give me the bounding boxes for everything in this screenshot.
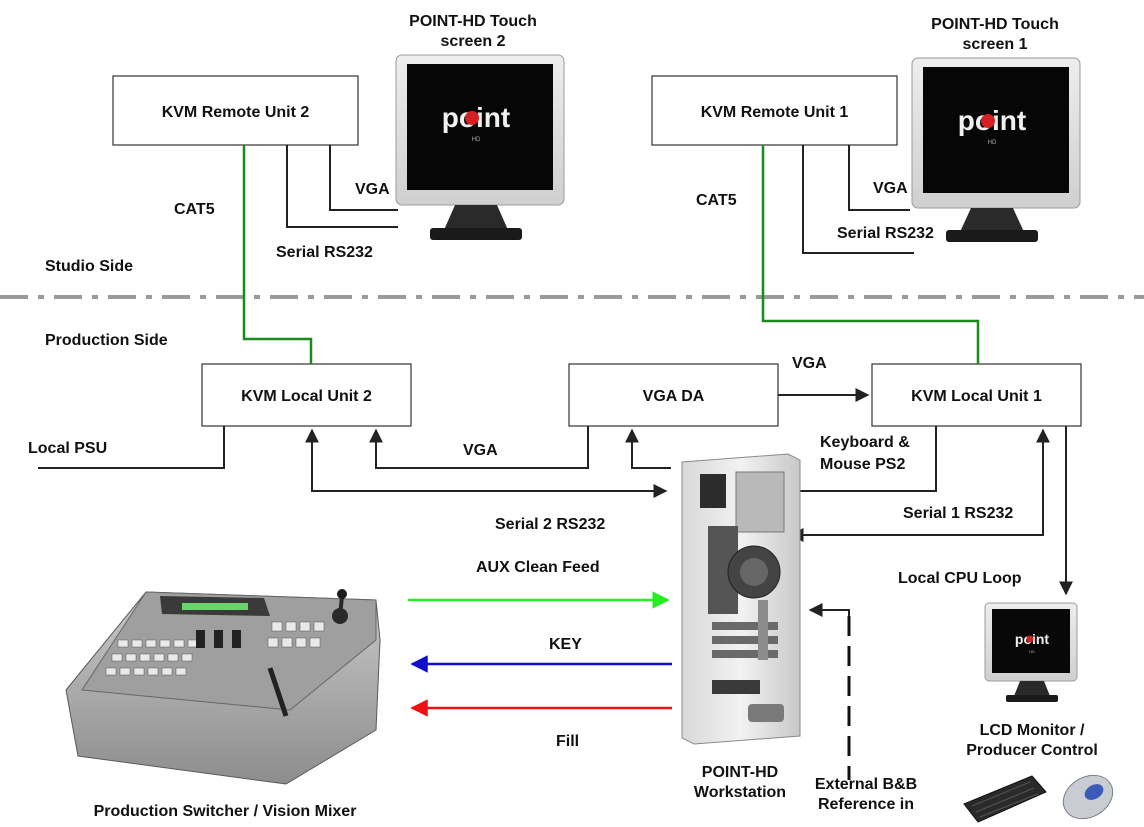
vga-local-2-label: VGA xyxy=(463,442,498,459)
workstation-title-line2: Workstation xyxy=(694,784,786,801)
touch-screen-2-brand-sub: HD xyxy=(472,137,481,143)
kvm-local-unit-1-label: KVM Local Unit 1 xyxy=(911,388,1042,405)
keyboard-mouse-label-line2: Mouse PS2 xyxy=(820,456,905,473)
local-psu-line xyxy=(38,426,225,469)
kvm-remote-unit-1-box: KVM Remote Unit 1 xyxy=(651,75,898,146)
remote-1-vga-line xyxy=(848,145,910,211)
kvm-remote-unit-2-label: KVM Remote Unit 2 xyxy=(162,104,310,121)
kvm-local-unit-2-box: KVM Local Unit 2 xyxy=(201,363,412,427)
external-reference-label-line1: External B&B xyxy=(815,776,917,793)
kvm-remote-unit-2-box: KVM Remote Unit 2 xyxy=(112,75,359,146)
kvm-remote-unit-1-label: KVM Remote Unit 1 xyxy=(701,104,849,121)
remote-1-serial-line xyxy=(802,145,914,254)
serial-2-label: Serial 2 RS232 xyxy=(495,516,605,533)
touch-screen-2-title-line2: screen 2 xyxy=(441,33,506,50)
lcd-monitor-title-line2: Producer Control xyxy=(966,742,1098,759)
touch-screen-1-monitor-icon: point HD xyxy=(911,57,1081,242)
serial-2-line xyxy=(305,428,668,498)
kvm-local-unit-2-label: KVM Local Unit 2 xyxy=(241,388,372,405)
cat5-link-unit-1 xyxy=(761,145,980,364)
external-reference-arrow xyxy=(808,603,850,617)
aux-clean-feed-label: AUX Clean Feed xyxy=(476,559,600,576)
remote-2-vga-line xyxy=(329,145,398,211)
touch-screen-1-title-line2: screen 1 xyxy=(963,36,1028,53)
key-label: KEY xyxy=(549,636,582,653)
serial-1-line xyxy=(789,428,1050,542)
touch-screen-1-brand-sub: HD xyxy=(988,140,997,146)
local-cpu-loop-label: Local CPU Loop xyxy=(898,570,1022,587)
workstation-to-vga-da-line xyxy=(625,428,671,469)
mouse-icon xyxy=(1062,774,1114,820)
touch-screen-2-monitor-icon: point HD xyxy=(395,54,565,240)
remote-1-serial-label: Serial RS232 xyxy=(837,225,934,242)
cat5-right-label: CAT5 xyxy=(696,192,737,209)
cat5-left-label: CAT5 xyxy=(174,201,215,218)
touch-screen-2-title-line1: POINT-HD Touch xyxy=(409,13,537,30)
local-psu-label: Local PSU xyxy=(28,440,107,457)
kvm-local-unit-1-box: KVM Local Unit 1 xyxy=(871,363,1082,427)
serial-1-label: Serial 1 RS232 xyxy=(903,505,1013,522)
lcd-monitor-brand-sub: HD xyxy=(1029,649,1035,654)
studio-side-label: Studio Side xyxy=(45,258,133,275)
external-reference-label-line2: Reference in xyxy=(818,796,914,813)
remote-1-vga-label: VGA xyxy=(873,180,908,197)
lcd-monitor-title-line1: LCD Monitor / xyxy=(980,722,1085,739)
keyboard-mouse-label-line1: Keyboard & xyxy=(820,434,910,451)
remote-2-serial-line xyxy=(286,145,398,228)
keyboard-icon xyxy=(963,775,1047,823)
vga-da-to-local-1-label: VGA xyxy=(792,355,827,372)
vga-da-box: VGA DA xyxy=(568,363,779,427)
workstation-title-line1: POINT-HD xyxy=(702,764,778,781)
remote-2-serial-label: Serial RS232 xyxy=(276,244,373,261)
vga-da-label: VGA DA xyxy=(643,388,705,405)
lcd-monitor-icon: point HD xyxy=(984,602,1078,702)
production-side-label: Production Side xyxy=(45,332,168,349)
production-switcher-title: Production Switcher / Vision Mixer xyxy=(94,803,357,820)
touch-screen-1-title-line1: POINT-HD Touch xyxy=(931,16,1059,33)
cat5-link-unit-2 xyxy=(242,145,313,364)
production-switcher-icon xyxy=(65,589,381,785)
remote-2-vga-label: VGA xyxy=(355,181,390,198)
workstation-tower-icon xyxy=(681,453,801,745)
fill-label: Fill xyxy=(556,733,579,750)
